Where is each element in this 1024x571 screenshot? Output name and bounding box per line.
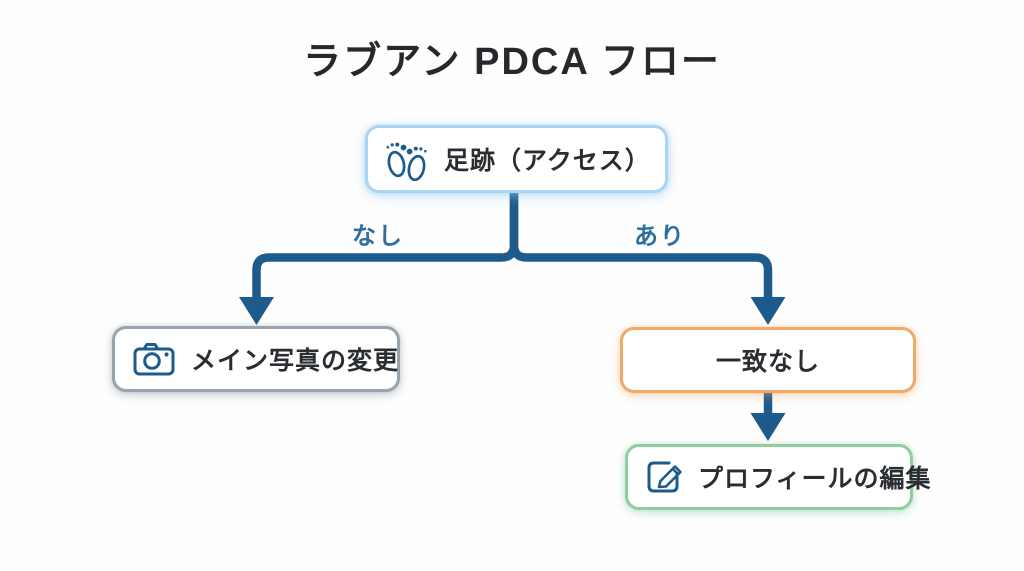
node-access-label: 足跡（アクセス） bbox=[444, 147, 651, 175]
node-nomatch-label: 一致なし bbox=[715, 348, 820, 376]
node-photo: メイン写真の変更 bbox=[112, 326, 400, 392]
node-edit-label: プロフィールの編集 bbox=[698, 465, 932, 493]
branch-yes-arrowhead bbox=[750, 297, 786, 325]
edit-icon bbox=[642, 456, 686, 498]
edge-label-yes: あり bbox=[634, 223, 686, 250]
node-nomatch: 一致なし bbox=[620, 327, 916, 393]
page-title: ラブアン PDCA フロー bbox=[303, 41, 721, 83]
edge-label-no: なし bbox=[352, 223, 404, 250]
node-photo-label: メイン写真の変更 bbox=[191, 347, 400, 375]
nomatch-edit-arrowhead bbox=[750, 413, 786, 441]
branch-yes-line bbox=[509, 190, 773, 300]
node-edit: プロフィールの編集 bbox=[625, 444, 931, 510]
footprints-icon bbox=[383, 137, 431, 181]
camera-icon bbox=[132, 340, 176, 378]
node-access: 足跡（アクセス） bbox=[365, 125, 668, 193]
branch-no-arrowhead bbox=[239, 297, 274, 325]
